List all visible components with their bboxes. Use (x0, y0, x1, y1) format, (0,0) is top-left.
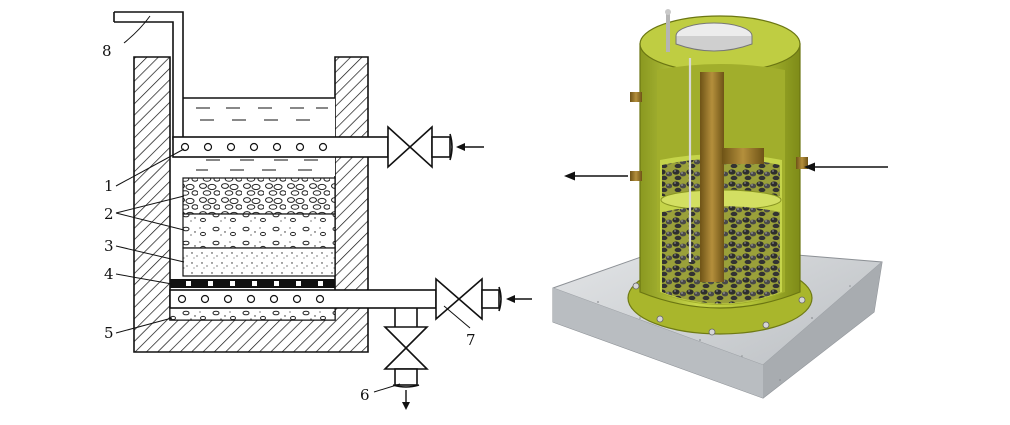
mixed-media-layer (182, 213, 336, 249)
callout-4: 4 (104, 265, 114, 283)
vent-rod (666, 12, 670, 52)
inflow-arrow-upper (456, 143, 484, 151)
filter-3d-render (552, 9, 888, 399)
upper-valve (387, 125, 453, 169)
inlet-arrow (804, 162, 888, 172)
callout-5: 5 (104, 324, 114, 342)
nozzle-left-upper (630, 92, 642, 102)
drain-valve (383, 326, 429, 388)
callout-7: 7 (466, 331, 476, 349)
branch-pipe (722, 148, 764, 164)
upper-distribution-pipe (172, 136, 389, 158)
air-vent-pipe (113, 11, 184, 140)
bottom-layer (169, 307, 336, 321)
nozzle-left (630, 171, 642, 181)
support-plate (170, 279, 335, 288)
outlet-arrow (564, 171, 628, 181)
callout-3: 3 (104, 237, 114, 255)
backwash-valve (435, 277, 502, 321)
leader-lines (115, 15, 471, 393)
tank-wall (133, 56, 369, 353)
callout-8: 8 (102, 42, 112, 60)
filter-schematic: 8 1 2 3 4 5 7 6 (102, 11, 532, 410)
callout-2: 2 (104, 205, 114, 223)
inflow-arrow-lower (506, 295, 532, 303)
center-pipe (700, 72, 724, 282)
callout-6: 6 (360, 386, 370, 404)
coarse-gravel-layer (182, 177, 336, 215)
nozzle-right (796, 157, 808, 169)
outflow-arrow-down (402, 390, 410, 410)
callout-1: 1 (104, 177, 114, 195)
fine-sand-layer (182, 247, 336, 277)
